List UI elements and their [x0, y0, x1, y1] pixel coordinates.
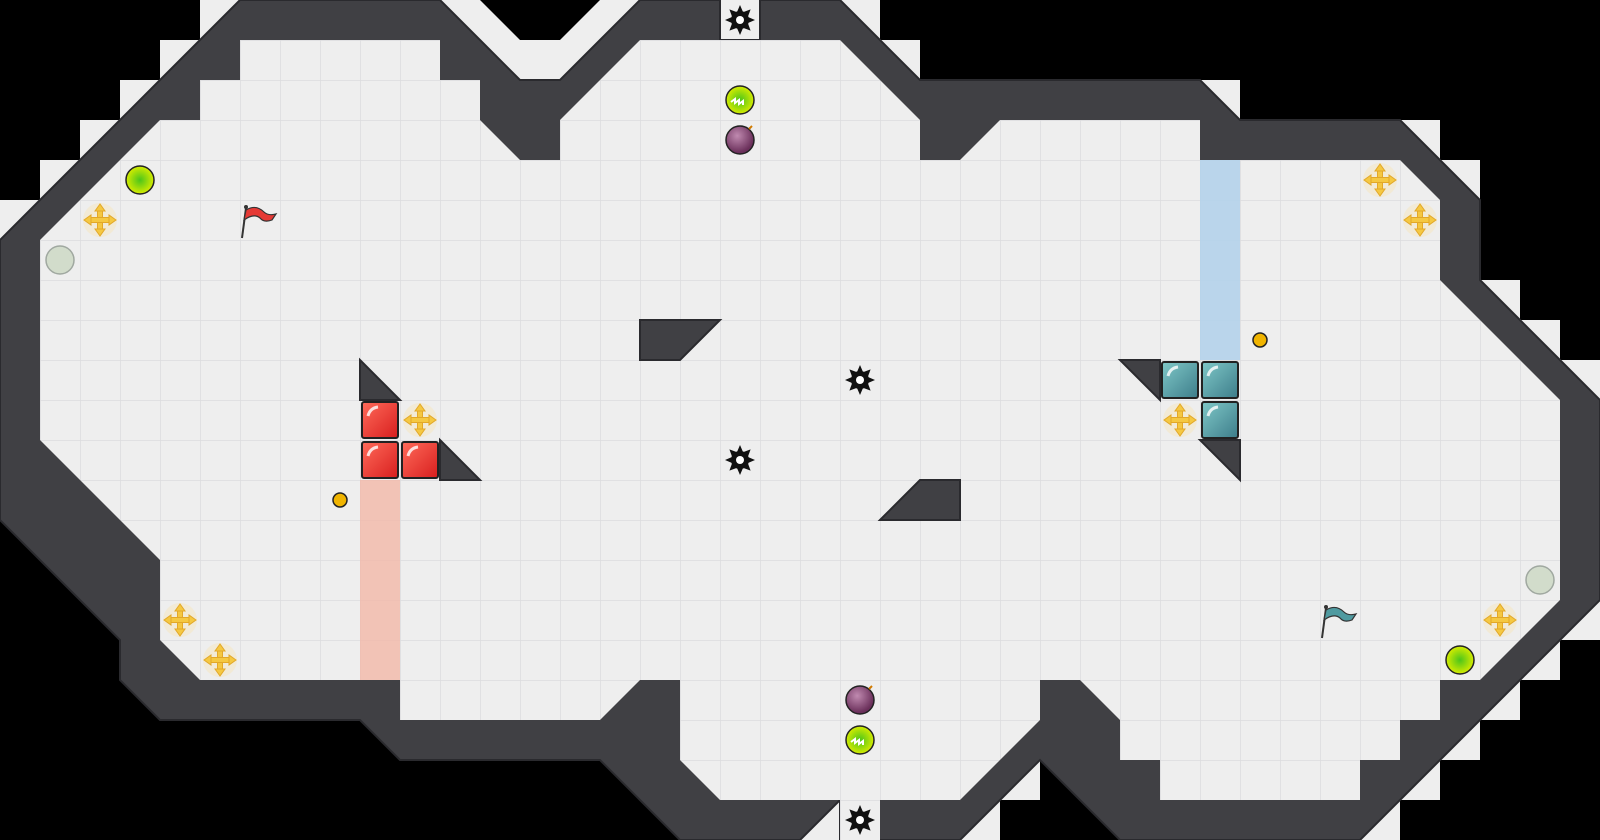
red-gates	[361, 401, 439, 479]
portal-icon	[725, 85, 755, 115]
boost-icon	[1162, 402, 1198, 438]
powerups	[125, 165, 1475, 675]
blue-gates	[1161, 361, 1239, 439]
red-gate	[401, 441, 439, 479]
inner-walls	[359, 319, 1241, 521]
spike-icon	[725, 5, 755, 35]
red-flag	[241, 205, 278, 239]
spike-icon	[845, 365, 875, 395]
flag-icon	[1321, 605, 1358, 639]
inactive-powerup-icon	[1525, 565, 1555, 595]
red-team-zone	[360, 480, 400, 680]
button-icon	[332, 492, 348, 508]
bomb-icon	[845, 685, 875, 715]
powerup-icon	[125, 165, 155, 195]
bomb-icon	[725, 125, 755, 155]
boost-icon	[162, 602, 198, 638]
floor	[40, 40, 1560, 840]
blue-gate	[1201, 401, 1239, 439]
boost-icon	[1402, 202, 1438, 238]
red-gate	[361, 441, 399, 479]
blue-flag	[1321, 605, 1358, 639]
blue-gate	[1161, 361, 1199, 399]
blue-gate	[1201, 361, 1239, 399]
buttons	[332, 332, 1268, 508]
flag-icon	[241, 205, 278, 239]
boost-icon	[202, 642, 238, 678]
boost-icon	[82, 202, 118, 238]
blue-team-zone	[1200, 160, 1240, 360]
button-icon	[1252, 332, 1268, 348]
spike-icon	[845, 805, 875, 835]
powerup-icon	[1445, 645, 1475, 675]
boost-icon	[1362, 162, 1398, 198]
inactive-powerups	[45, 245, 1555, 595]
boost-icon	[402, 402, 438, 438]
spike-icon	[725, 445, 755, 475]
portals	[725, 85, 875, 755]
boost-icon	[1482, 602, 1518, 638]
red-gate	[361, 401, 399, 439]
inactive-powerup-icon	[45, 245, 75, 275]
portal-icon	[845, 725, 875, 755]
bombs	[725, 125, 875, 715]
